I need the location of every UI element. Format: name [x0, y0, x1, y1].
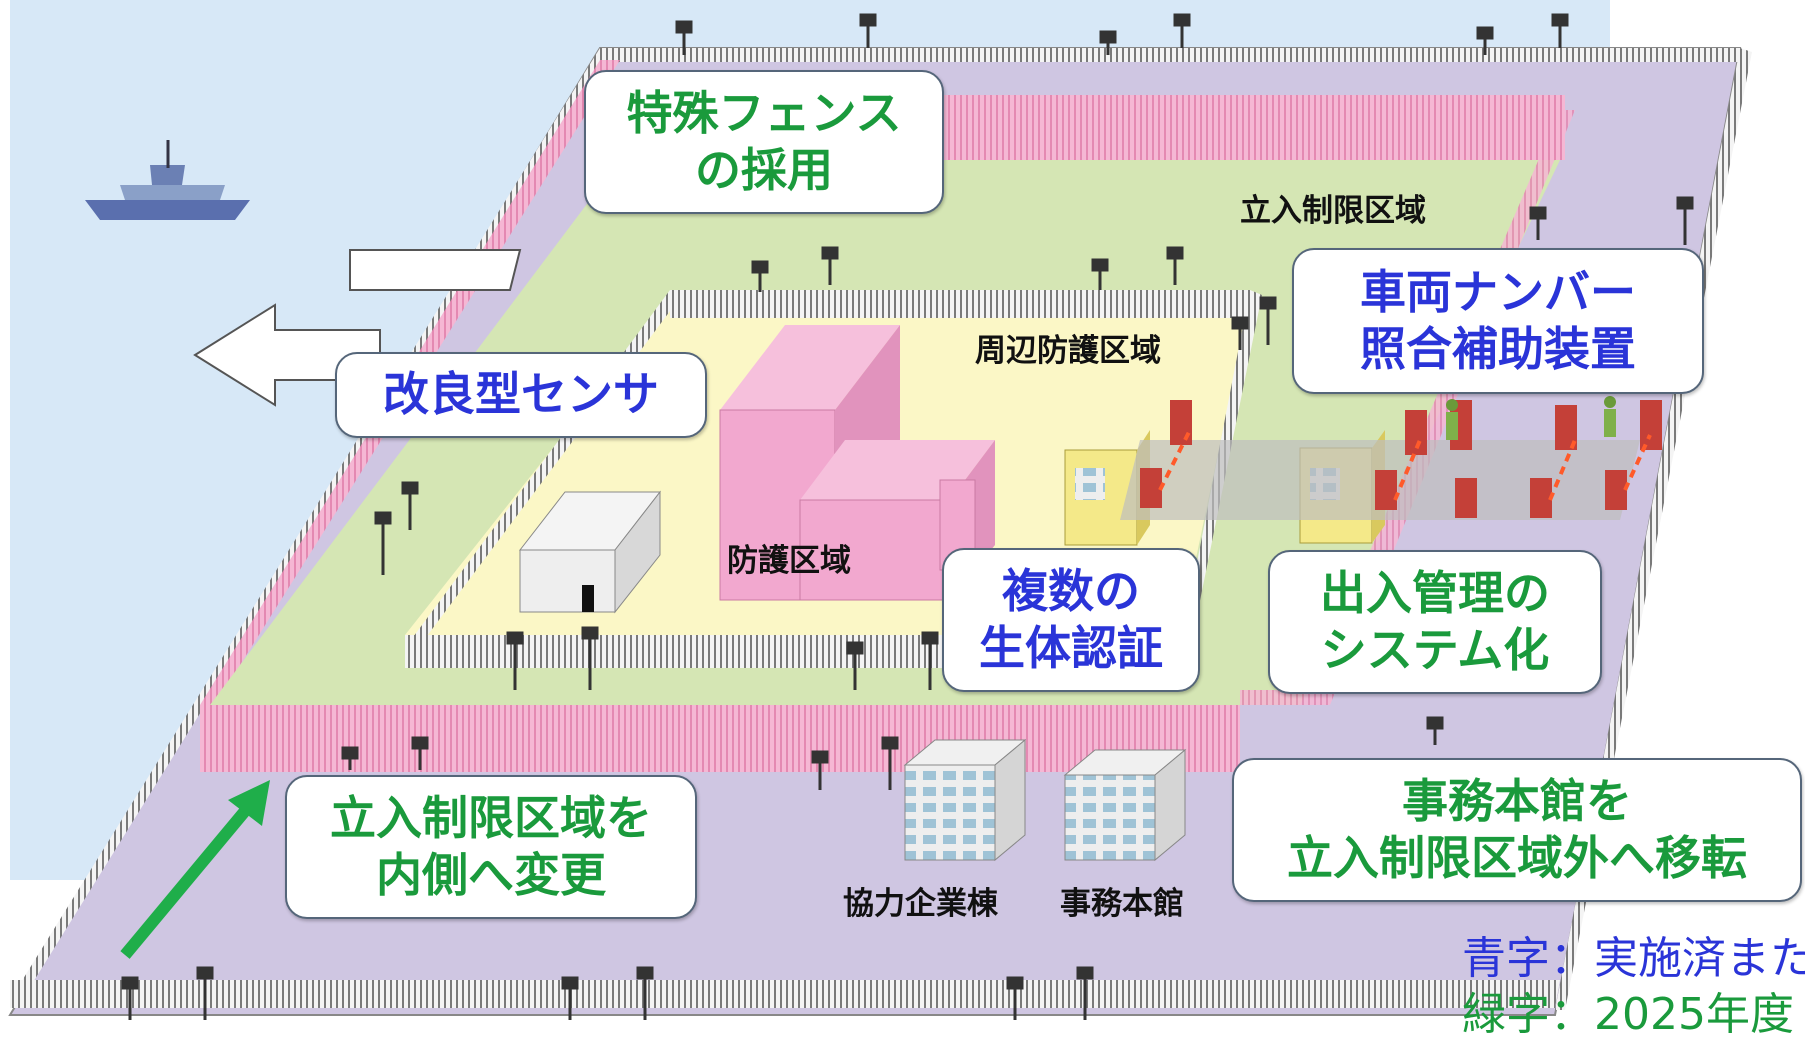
arrow-icon [120, 780, 270, 959]
callout-improved-sensor-text: 改良型センサ [383, 367, 659, 422]
zone-label-perimeter: 周辺防護区域 [975, 333, 1161, 369]
callout-entry-management-text: 出入管理の システム化 [1320, 565, 1550, 678]
callout-improved-sensor: 改良型センサ [335, 352, 707, 438]
ship-icon [85, 140, 250, 220]
callout-restricted-inward: 立入制限区域を 内側へ変更 [285, 775, 697, 919]
main-office-building [1063, 748, 1187, 862]
legend-blue: 青字：実施済また [1462, 933, 1805, 984]
zone-label-partner-building: 協力企業棟 [843, 886, 998, 922]
callout-biometric: 複数の 生体認証 [942, 548, 1200, 692]
callout-relocate-office: 事務本館を 立入制限区域外へ移転 [1232, 758, 1802, 902]
person-icon [1446, 396, 1616, 440]
callout-vehicle-number-text: 車両ナンバー 照合補助装置 [1360, 264, 1636, 377]
legend-green: 緑字：2025年度 [1462, 989, 1794, 1040]
zone-label-main-office: 事務本館 [1060, 886, 1184, 922]
callout-biometric-text: 複数の 生体認証 [979, 563, 1163, 676]
camera-icon [121, 13, 1694, 1020]
callout-special-fence-text: 特殊フェンス の採用 [626, 85, 902, 198]
callout-vehicle-number: 車両ナンバー 照合補助装置 [1292, 248, 1704, 394]
partner-building [903, 738, 1027, 862]
callout-relocate-office-text: 事務本館を 立入制限区域外へ移転 [1287, 773, 1747, 886]
storage-building [518, 490, 662, 614]
callout-restricted-inward-text: 立入制限区域を 内側へ変更 [330, 790, 652, 903]
pink-fence-right [1240, 110, 1575, 705]
protected-building [719, 325, 995, 601]
callout-entry-management: 出入管理の システム化 [1268, 550, 1602, 694]
pier [349, 249, 522, 291]
callout-special-fence: 特殊フェンス の採用 [584, 70, 944, 214]
zone-label-restricted: 立入制限区域 [1240, 193, 1426, 229]
zone-label-protected: 防護区域 [727, 543, 851, 579]
vehicle-gates [1140, 400, 1662, 518]
gatehouse-1 [1064, 430, 1150, 546]
